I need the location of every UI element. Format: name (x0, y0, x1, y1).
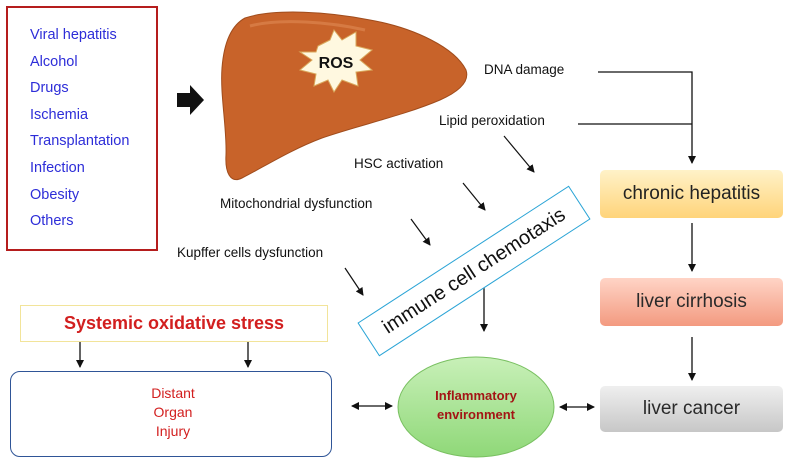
stage-liver-cancer: liver cancer (600, 386, 783, 432)
lipid-arrow (503, 135, 535, 173)
distant-organ-text: Distant Organ Injury (143, 384, 203, 441)
mito-arrow (410, 218, 431, 246)
stage-chronic-hepatitis: chronic hepatitis (600, 170, 783, 218)
cause-item: Drugs (30, 80, 69, 97)
causes-box: Viral hepatitis Alcohol Drugs Ischemia T… (6, 6, 158, 251)
inflammatory-label-line1: Inflammatory (435, 388, 517, 403)
big-arrow-icon (177, 85, 204, 115)
distant-organ-box: Distant Organ Injury (10, 371, 332, 457)
causes-list: Viral hepatitis Alcohol Drugs Ischemia T… (8, 8, 156, 235)
inflammatory-label-line2: environment (437, 407, 516, 422)
liver-shape (221, 11, 468, 180)
distant-line: Distant (151, 385, 195, 401)
cause-item: Transplantation (30, 133, 130, 150)
dna-connector (598, 71, 696, 164)
hsc-activation-label: HSC activation (354, 156, 444, 171)
injury-line: Injury (155, 423, 191, 439)
systemic-stress-box: Systemic oxidative stress (20, 305, 328, 342)
inflammatory-ellipse (397, 356, 555, 458)
ros-burst (298, 29, 374, 93)
hsc-arrow (462, 182, 486, 211)
stage-liver-cirrhosis: liver cirrhosis (600, 278, 783, 326)
kupffer-arrow (344, 267, 364, 296)
cause-item: Viral hepatitis (30, 27, 117, 43)
liver-highlight (249, 20, 366, 32)
liver-cirrhosis-label: liver cirrhosis (636, 291, 747, 312)
mitochondrial-dysfunction-label: Mitochondrial dysfunction (220, 196, 373, 211)
cause-item: Infection (30, 159, 85, 176)
liver-cancer-label: liver cancer (642, 398, 741, 419)
ros-label: ROS (319, 55, 354, 72)
cause-item: Alcohol (30, 53, 78, 70)
dna-damage-label: DNA damage (484, 62, 565, 77)
kupffer-dysfunction-label: Kupffer cells dysfunction (177, 245, 324, 260)
organ-line: Organ (153, 404, 193, 420)
cause-item: Obesity (30, 186, 80, 203)
systemic-stress-label: Systemic oxidative stress (63, 313, 285, 333)
lipid-peroxidation-label: Lipid peroxidation (439, 113, 545, 128)
cause-item: Ischemia (30, 106, 89, 123)
cause-item: Others (30, 213, 74, 230)
chronic-hepatitis-label: chronic hepatitis (622, 183, 761, 204)
